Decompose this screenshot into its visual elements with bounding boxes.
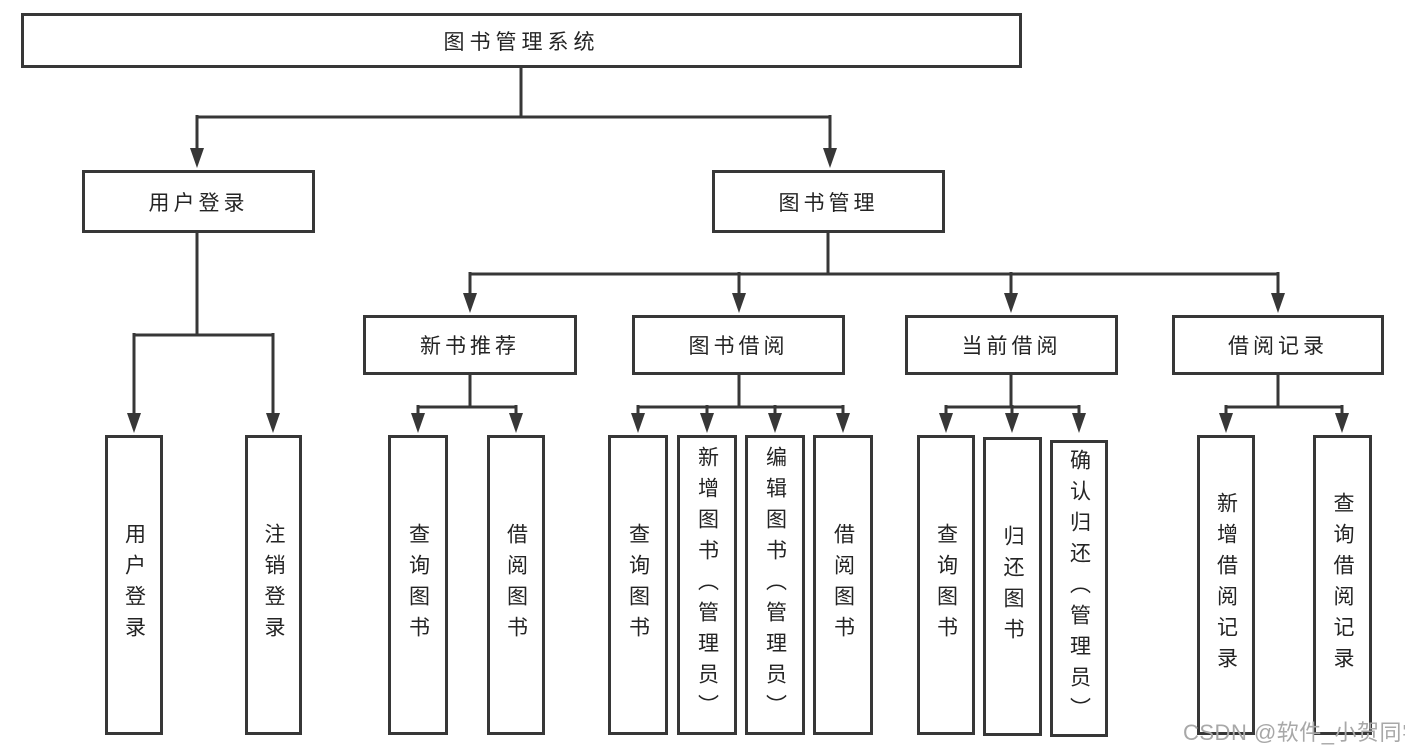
node-book-management: 图书管理 <box>712 170 945 233</box>
leaf-recommend-borrow-books: 借阅图书 <box>487 435 545 735</box>
leaf-borrow-edit-books-admin: 编辑图书（管理员） <box>745 435 805 735</box>
leaf-current-confirm-return-admin-label: 确认归还（管理员） <box>1067 449 1091 728</box>
leaf-logout-label: 注销登录 <box>262 523 285 647</box>
leaf-recommend-query-books: 查询图书 <box>388 435 448 735</box>
leaf-records-add-record-label: 新增借阅记录 <box>1214 492 1238 678</box>
node-user-login: 用户登录 <box>82 170 315 233</box>
csdn-watermark: CSDN @软件_小贺同学 <box>1183 720 1405 745</box>
node-book-borrow: 图书借阅 <box>632 315 845 375</box>
leaf-recommend-borrow-books-label: 借阅图书 <box>504 523 528 647</box>
node-root-label: 图书管理系统 <box>443 30 600 54</box>
node-user-login-label: 用户登录 <box>148 191 249 215</box>
leaf-recommend-query-books-label: 查询图书 <box>406 523 430 647</box>
leaf-borrow-borrow-books-label: 借阅图书 <box>831 523 855 647</box>
leaf-borrow-add-books-admin: 新增图书（管理员） <box>677 435 737 735</box>
node-current-borrow-label: 当前借阅 <box>961 335 1062 358</box>
leaf-borrow-add-books-admin-label: 新增图书（管理员） <box>695 445 719 725</box>
leaf-current-query-books: 查询图书 <box>917 435 975 735</box>
node-book-borrow-label: 图书借阅 <box>688 335 789 358</box>
leaf-borrow-edit-books-admin-label: 编辑图书（管理员） <box>763 445 787 725</box>
node-new-book-recommend-label: 新书推荐 <box>420 335 520 358</box>
node-root: 图书管理系统 <box>21 13 1022 68</box>
leaf-current-return-books-label: 归还图书 <box>1001 524 1024 649</box>
leaf-user-login-label: 用户登录 <box>122 523 146 647</box>
node-current-borrow: 当前借阅 <box>905 315 1118 375</box>
leaf-current-return-books: 归还图书 <box>983 437 1042 736</box>
leaf-records-query-record: 查询借阅记录 <box>1313 435 1372 735</box>
node-book-management-label: 图书管理 <box>778 191 879 215</box>
leaf-current-query-books-label: 查询图书 <box>934 523 958 647</box>
leaf-logout: 注销登录 <box>245 435 302 735</box>
leaf-records-query-record-label: 查询借阅记录 <box>1331 492 1354 678</box>
leaf-borrow-query-books: 查询图书 <box>608 435 668 735</box>
node-borrow-records-label: 借阅记录 <box>1228 335 1328 358</box>
leaf-records-add-record: 新增借阅记录 <box>1197 435 1255 735</box>
node-borrow-records: 借阅记录 <box>1172 315 1384 375</box>
leaf-borrow-query-books-label: 查询图书 <box>626 523 650 647</box>
leaf-current-confirm-return-admin: 确认归还（管理员） <box>1050 440 1108 737</box>
node-new-book-recommend: 新书推荐 <box>363 315 577 375</box>
leaf-borrow-borrow-books: 借阅图书 <box>813 435 873 735</box>
leaf-user-login: 用户登录 <box>105 435 163 735</box>
